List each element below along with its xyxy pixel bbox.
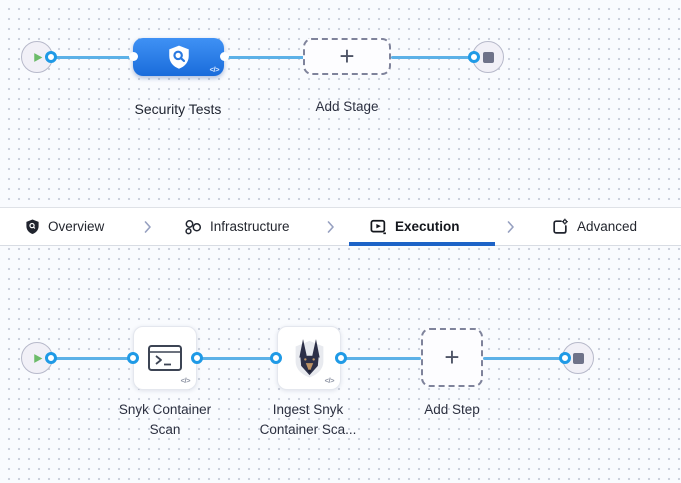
connector-ring [335,352,347,364]
edge [224,56,304,59]
connector-ring [45,352,57,364]
add-stage-button[interactable]: + [303,38,391,75]
step-node-snyk-container-scan[interactable]: </> [133,326,197,390]
cluster-icon [185,219,202,234]
add-step-button[interactable]: + [421,328,483,387]
chevron-right-icon [327,221,334,233]
edge [50,357,134,360]
tab-label: Advanced [577,219,638,234]
connector-ring [127,352,139,364]
tab-label: Execution [395,219,460,234]
tab-overview[interactable]: Overview [25,208,104,245]
add-step-label: Add Step [424,402,480,417]
edge [50,56,134,59]
stage-tabbar: Overview Infrastructure Execution [0,207,681,246]
active-tab-underline [349,242,495,246]
code-icon: </> [180,376,191,385]
play-icon [33,353,42,363]
security-shield-scan-icon [168,45,189,69]
stage-node-security-tests[interactable]: </> [133,38,224,76]
tab-label: Infrastructure [210,219,290,234]
plus-icon: + [444,341,460,372]
edge [483,357,566,360]
tab-advanced[interactable]: Advanced [551,208,637,245]
terminal-icon [148,345,182,371]
play-box-icon [370,219,386,235]
connector-ring [270,352,282,364]
snyk-dog-icon [295,338,323,377]
edge [197,357,277,360]
step-node-ingest-snyk[interactable]: </> [277,326,341,390]
connector-ring [468,51,480,63]
step-label: Snyk Container Scan [118,402,212,437]
connector-ring [45,51,57,63]
edge [341,357,421,360]
stage-label: Security Tests [134,101,222,117]
edge [391,56,475,59]
connector-dot [129,52,138,61]
box-gear-icon [553,218,568,234]
code-icon: </> [209,65,220,74]
tab-execution[interactable]: Execution [370,208,460,245]
stop-icon [572,352,584,364]
connector-ring [191,352,203,364]
connector-dot [220,52,229,61]
chevron-right-icon [144,221,151,233]
plus-icon: + [339,40,355,71]
chevron-right-icon [507,221,514,233]
play-icon [33,52,42,62]
code-icon: </> [324,376,335,385]
stop-icon [482,51,494,63]
add-stage-label: Add Stage [315,99,379,114]
tab-label: Overview [48,219,105,234]
tab-infrastructure[interactable]: Infrastructure [184,208,290,245]
connector-ring [559,352,571,364]
step-label: Ingest Snyk Container Sca... [259,402,357,437]
shield-icon [26,219,39,234]
